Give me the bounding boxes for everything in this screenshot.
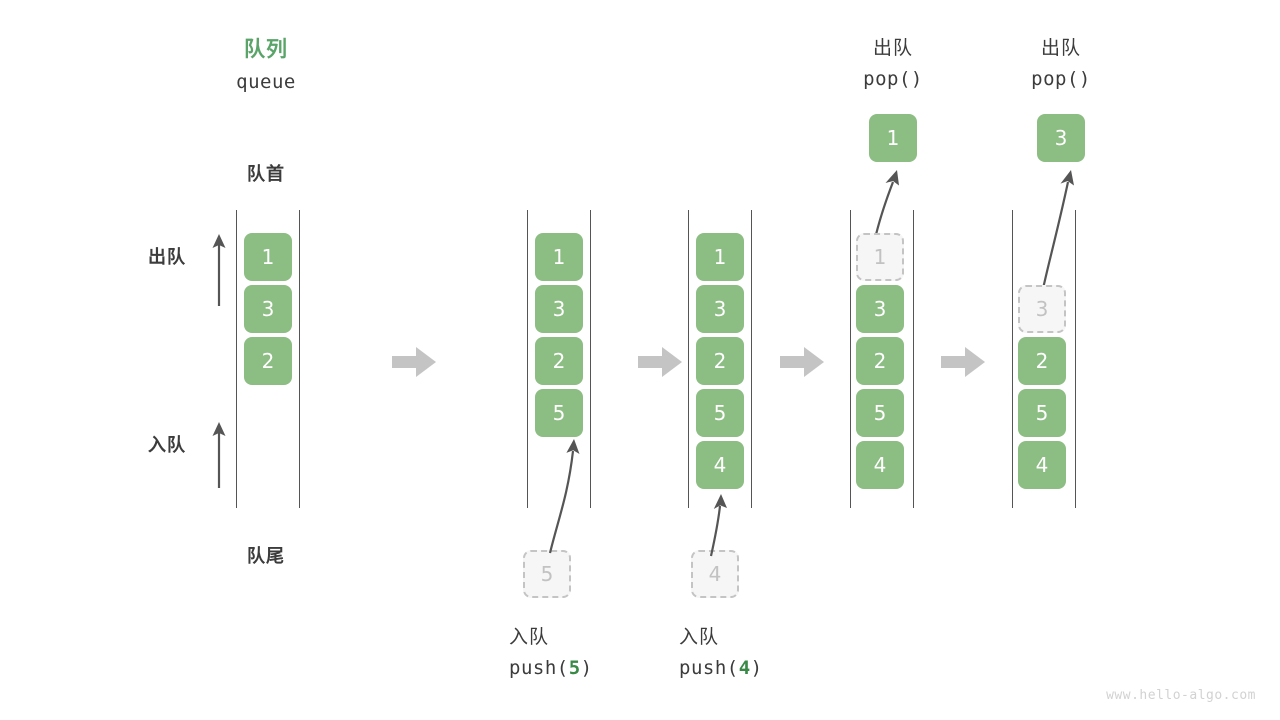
operation-code-suffix: ) xyxy=(580,657,593,679)
operation-label-code: push(5) xyxy=(509,657,593,679)
operation-label-cn: 入队 xyxy=(679,627,720,648)
dequeue-motion-arrow-icon xyxy=(1038,170,1074,304)
queue-element: 3 xyxy=(244,285,292,333)
queue-rail-left xyxy=(1012,210,1013,508)
queue-rail-right xyxy=(299,210,300,508)
enqueue-motion-arrow-icon xyxy=(709,494,727,557)
queue-rail-left xyxy=(688,210,689,508)
queue-element-new: 4 xyxy=(696,441,744,489)
queue-element: 5 xyxy=(1018,389,1066,437)
operation-label-code: push(4) xyxy=(679,657,763,679)
queue-rail-right xyxy=(590,210,591,508)
operation-code-arg: 5 xyxy=(568,657,581,679)
queue-element: 1 xyxy=(535,233,583,281)
dequeue-direction-label: 出队 xyxy=(148,247,186,267)
queue-element: 1 xyxy=(244,233,292,281)
queue-element: 4 xyxy=(1018,441,1066,489)
operation-code-prefix: pop( xyxy=(1031,68,1079,90)
dequeued-ghost-element: 1 xyxy=(856,233,904,281)
queue-element: 5 xyxy=(856,389,904,437)
incoming-ghost-element: 5 xyxy=(523,550,571,598)
enqueue-direction-label: 入队 xyxy=(148,435,186,455)
operation-label-code: pop() xyxy=(981,68,1141,90)
step-connector-arrow-icon xyxy=(638,347,682,377)
queue-element: 2 xyxy=(696,337,744,385)
queue-element-new: 5 xyxy=(535,389,583,437)
queue-element: 2 xyxy=(1018,337,1066,385)
queue-element: 1 xyxy=(696,233,744,281)
queue-rail-right xyxy=(1075,210,1076,508)
popped-element: 3 xyxy=(1037,114,1085,162)
site-watermark: www.hello-algo.com xyxy=(1106,688,1256,703)
queue-rail-right xyxy=(751,210,752,508)
queue-rail-left xyxy=(850,210,851,508)
operation-label-cn: 出队 xyxy=(872,38,913,59)
queue-element: 3 xyxy=(535,285,583,333)
operation-label-cn: 出队 xyxy=(1040,38,1081,59)
queue-element: 4 xyxy=(856,441,904,489)
operation-label-cn: 入队 xyxy=(509,627,550,648)
popped-element: 1 xyxy=(869,114,917,162)
operation-code-suffix: ) xyxy=(1078,68,1091,90)
operation-code-prefix: push( xyxy=(509,657,569,679)
dequeued-ghost-element: 3 xyxy=(1018,285,1066,333)
queue-element: 2 xyxy=(856,337,904,385)
figure-title-cn: 队列 xyxy=(244,38,288,61)
queue-rail-left xyxy=(236,210,237,508)
operation-code-arg: 4 xyxy=(738,657,751,679)
queue-element: 2 xyxy=(244,337,292,385)
queue-rear-label: 队尾 xyxy=(247,546,285,566)
dequeue-direction-arrow-icon xyxy=(212,234,226,306)
queue-front-label: 队首 xyxy=(247,164,285,184)
enqueue-direction-arrow-icon xyxy=(212,422,226,488)
step-connector-arrow-icon xyxy=(780,347,824,377)
queue-rail-left xyxy=(527,210,528,508)
queue-element: 3 xyxy=(696,285,744,333)
operation-code-suffix: ) xyxy=(910,68,923,90)
figure-title-code: queue xyxy=(236,71,296,93)
queue-element: 5 xyxy=(696,389,744,437)
queue-element: 2 xyxy=(535,337,583,385)
enqueue-motion-arrow-icon xyxy=(548,439,580,554)
step-connector-arrow-icon xyxy=(941,347,985,377)
operation-code-prefix: pop( xyxy=(863,68,911,90)
operation-label-code: pop() xyxy=(813,68,973,90)
operation-code-prefix: push( xyxy=(679,657,739,679)
step-connector-arrow-icon xyxy=(392,347,436,377)
operation-code-suffix: ) xyxy=(750,657,763,679)
queue-rail-right xyxy=(913,210,914,508)
queue-element: 3 xyxy=(856,285,904,333)
incoming-ghost-element: 4 xyxy=(691,550,739,598)
